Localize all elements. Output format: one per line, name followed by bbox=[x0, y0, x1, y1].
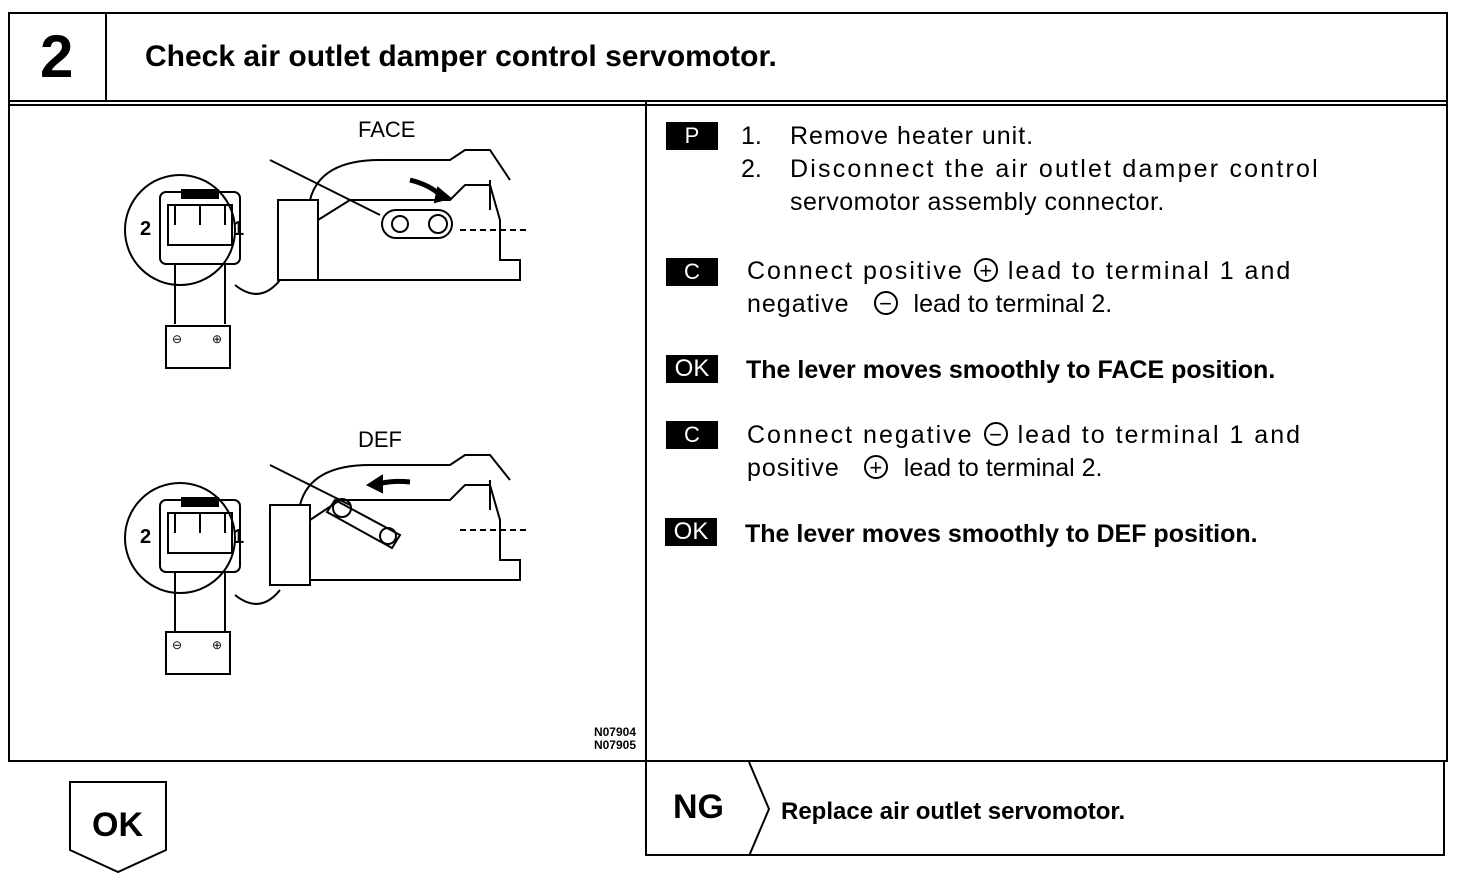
check-1-line-2-a: negative bbox=[747, 290, 850, 318]
prep-step-2-cont: servomotor assembly connector. bbox=[790, 188, 1165, 216]
positive-symbol: + bbox=[973, 258, 998, 283]
battery-icon bbox=[165, 631, 231, 675]
check-2-line-1: Connect negative−lead to terminal 1 and bbox=[747, 419, 1302, 452]
check-2-line-1-b: lead to terminal 1 and bbox=[1017, 421, 1303, 449]
svg-text:⊕: ⊕ bbox=[212, 332, 222, 346]
header-frame bbox=[8, 12, 1448, 102]
prep-step-1-num: 1. bbox=[741, 122, 762, 150]
check-2-line-1-a: Connect negative bbox=[747, 421, 974, 449]
figure-code-2: N07905 bbox=[593, 738, 636, 752]
step-divider bbox=[105, 12, 107, 102]
positive-symbol: + bbox=[863, 455, 888, 480]
step-title: Check air outlet damper control servomot… bbox=[145, 40, 777, 73]
ok-1-text: The lever moves smoothly to FACE positio… bbox=[746, 356, 1276, 384]
check-1-line-1: Connect positive + lead to terminal 1 and bbox=[747, 255, 1292, 288]
step-number: 2 bbox=[40, 23, 74, 90]
servomotor-body bbox=[269, 504, 311, 586]
check-2-line-2: positive + lead to terminal 2. bbox=[747, 452, 1102, 485]
svg-text:⊕: ⊕ bbox=[212, 638, 222, 652]
check-1-line-2-b: lead to terminal 2. bbox=[913, 290, 1113, 318]
def-caption: DEF bbox=[358, 427, 402, 452]
content-frame bbox=[8, 100, 1448, 762]
check-2-tag: C bbox=[666, 421, 718, 449]
face-caption: FACE bbox=[358, 117, 416, 142]
terminal-2-label: 2 bbox=[140, 218, 151, 240]
column-divider bbox=[645, 102, 647, 762]
negative-symbol: − bbox=[983, 422, 1008, 447]
check-1-line-1-a: Connect positive bbox=[747, 257, 964, 285]
prep-step-2-text: Disconnect the air outlet damper control bbox=[790, 155, 1320, 183]
terminal-1-label: 1 bbox=[233, 218, 244, 240]
ng-result-frame bbox=[645, 762, 1445, 856]
ng-result-label: NG bbox=[673, 788, 724, 826]
ok-result-label: OK bbox=[92, 806, 143, 844]
connector-zoom-circle bbox=[124, 482, 236, 594]
ng-chevron bbox=[748, 762, 771, 856]
prep-step-1-text: Remove heater unit. bbox=[790, 122, 1035, 150]
check-2-line-2-a: positive bbox=[747, 454, 840, 482]
battery-icon bbox=[165, 325, 231, 369]
ok-result-box bbox=[69, 781, 167, 874]
ok-2-text: The lever moves smoothly to DEF position… bbox=[745, 520, 1258, 548]
terminal-2-label: 2 bbox=[140, 526, 151, 548]
figure-code-1: N07904 bbox=[593, 725, 636, 739]
prep-tag: P bbox=[666, 122, 718, 150]
negative-symbol: − bbox=[873, 291, 898, 316]
prep-step-2-num: 2. bbox=[741, 155, 762, 183]
check-2-line-2-b: lead to terminal 2. bbox=[903, 454, 1103, 482]
connector-zoom-circle bbox=[124, 174, 236, 286]
header-bottom-rule bbox=[8, 104, 1448, 106]
check-1-line-2: negative−lead to terminal 2. bbox=[747, 288, 1112, 321]
terminal-1-label: 1 bbox=[233, 526, 244, 548]
servomotor-body bbox=[277, 199, 319, 281]
svg-text:⊖: ⊖ bbox=[172, 638, 182, 652]
check-1-tag: C bbox=[666, 258, 718, 286]
check-1-line-1-b: lead to terminal 1 and bbox=[1007, 257, 1293, 285]
ok-1-tag: OK bbox=[666, 355, 718, 383]
ok-2-tag: OK bbox=[665, 518, 717, 546]
face-diagram: 2 1 ⊖ ⊕ bbox=[124, 149, 530, 369]
def-diagram: 2 1 ⊖ ⊕ bbox=[124, 454, 530, 675]
ng-result-action: Replace air outlet servomotor. bbox=[781, 798, 1126, 825]
svg-text:⊖: ⊖ bbox=[172, 332, 182, 346]
